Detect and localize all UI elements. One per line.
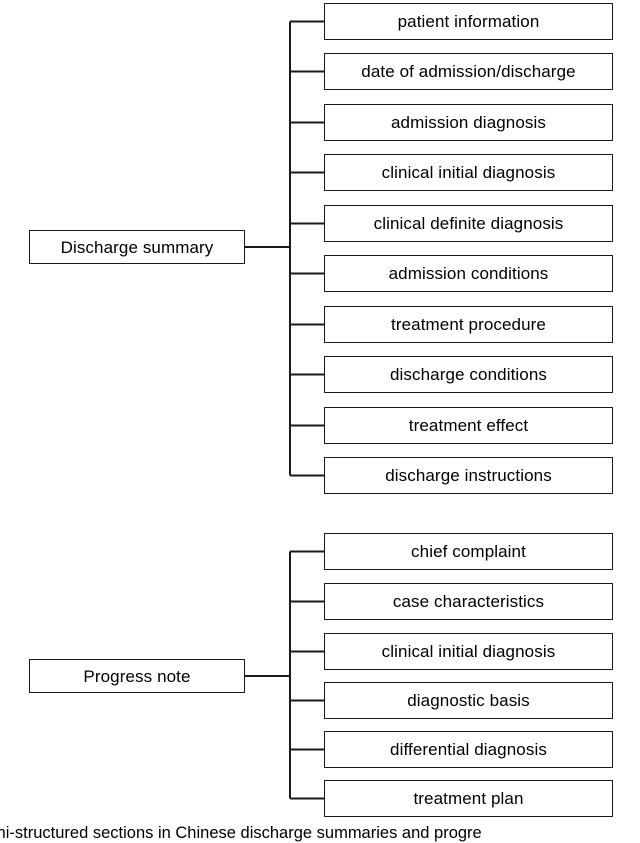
root-node-discharge-summary: Discharge summary	[29, 230, 245, 264]
leaf-node: treatment effect	[324, 407, 613, 444]
leaf-node: discharge conditions	[324, 356, 613, 393]
leaf-node: treatment procedure	[324, 306, 613, 343]
leaf-node: differential diagnosis	[324, 731, 613, 768]
leaf-node: discharge instructions	[324, 457, 613, 494]
leaf-node: chief complaint	[324, 533, 613, 570]
figure-caption: mi-structured sections in Chinese discha…	[0, 824, 482, 842]
root-node-progress-note: Progress note	[29, 659, 245, 693]
leaf-node: date of admission/discharge	[324, 53, 613, 90]
leaf-node: diagnostic basis	[324, 682, 613, 719]
leaf-node: clinical initial diagnosis	[324, 633, 613, 670]
leaf-node: case characteristics	[324, 583, 613, 620]
leaf-node: treatment plan	[324, 780, 613, 817]
leaf-node: patient information	[324, 3, 613, 40]
leaf-node: clinical definite diagnosis	[324, 205, 613, 242]
leaf-node: admission diagnosis	[324, 104, 613, 141]
leaf-node: admission conditions	[324, 255, 613, 292]
leaf-node: clinical initial diagnosis	[324, 154, 613, 191]
